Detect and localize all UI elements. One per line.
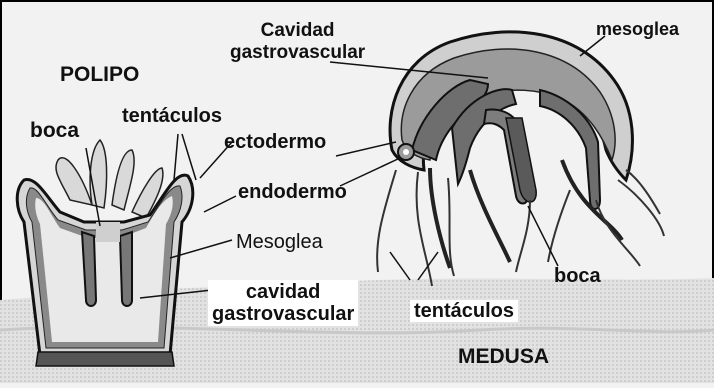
label-mesoglea-polyp: Mesoglea (236, 232, 323, 252)
label-tentaculos-polyp: tentáculos (122, 106, 222, 126)
label-boca-polyp: boca (30, 120, 79, 141)
polyp-illustration (17, 140, 193, 366)
label-mesoglea-medusa: mesoglea (596, 20, 679, 38)
polyp-title: POLIPO (60, 64, 139, 85)
label-ectodermo: ectodermo (224, 132, 326, 152)
label-cavidad-bottom-line1: cavidad (212, 281, 354, 303)
medusa-title: MEDUSA (458, 346, 549, 367)
label-cavidad-top-line2: gastrovascular (230, 42, 365, 64)
label-cavidad-gastrovascular-top: Cavidad gastrovascular (230, 20, 365, 64)
label-endodermo: endodermo (238, 182, 347, 202)
label-cavidad-bottom-line2: gastrovascular (212, 303, 354, 325)
label-boca-medusa: boca (554, 266, 601, 286)
label-cavidad-gastrovascular-bottom: cavidad gastrovascular (208, 280, 358, 326)
label-cavidad-top-line1: Cavidad (230, 20, 365, 42)
medusa-illustration (377, 32, 664, 286)
label-tentaculos-medusa: tentáculos (410, 300, 518, 322)
